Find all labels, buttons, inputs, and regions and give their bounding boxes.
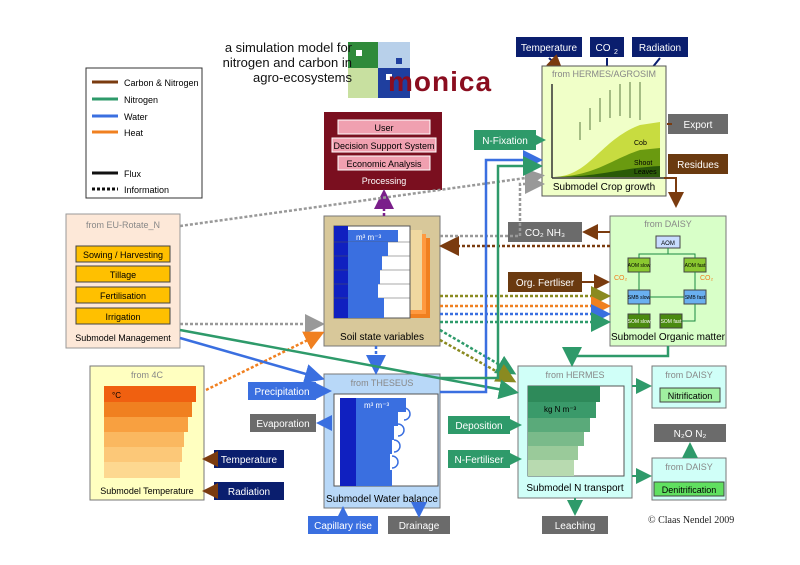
temperature-source: from 4C xyxy=(131,370,164,380)
nitrification-source: from DAISY xyxy=(665,370,713,380)
radiation-input: Radiation xyxy=(639,43,681,54)
radiation-input-label: Radiation xyxy=(228,487,270,498)
n-gases-label: N₂O N₂ xyxy=(674,429,707,440)
legend-item: Water xyxy=(124,112,148,122)
organic-fluxes: CO₂ NH₃ Org. Fertliser xyxy=(508,222,610,292)
n-fixation-label: N-Fixation xyxy=(482,136,528,147)
legend-item: Nitrogen xyxy=(124,95,158,105)
organic-co2: CO₂ xyxy=(614,275,628,282)
copyright: © Claas Nendel 2009 xyxy=(648,515,735,526)
crop-label-shoot: Shoot xyxy=(634,160,652,167)
legend-item: Information xyxy=(124,185,169,195)
gas-output-label: CO₂ NH₃ xyxy=(525,228,565,239)
co2-input: CO xyxy=(596,43,611,54)
brand-wordmark: monica xyxy=(388,66,493,97)
management-item: Tillage xyxy=(110,270,136,280)
temperature-input-label: Temperature xyxy=(221,455,278,466)
ntransport-source: from HERMES xyxy=(545,370,604,380)
soil-state-box: m³ m⁻³ Soil state variables xyxy=(323,215,441,347)
crop-fluxes: Export Residues N-Fixation xyxy=(474,114,728,208)
monica-logo xyxy=(348,42,410,98)
water-unit: m³ m⁻³ xyxy=(364,401,389,410)
org-fertiliser-label: Org. Fertliser xyxy=(516,278,575,289)
organic-source: from DAISY xyxy=(644,219,692,229)
temperature-title: Submodel Temperature xyxy=(100,486,193,496)
export-label: Export xyxy=(684,120,713,131)
crop-label-cob: Cob xyxy=(634,140,647,147)
soil-unit: m³ m⁻³ xyxy=(356,233,381,242)
legend-item: Carbon & Nitrogen xyxy=(124,78,199,88)
pool-label: AOM slow xyxy=(628,263,651,269)
processing-box: User Decision Support System Economic An… xyxy=(324,112,442,190)
denitrification-source: from DAISY xyxy=(665,462,713,472)
processing-item: Economic Analysis xyxy=(346,159,422,169)
legend-item: Heat xyxy=(124,128,144,138)
management-submodel: from EU-Rotate_N Sowing / Harvesting Til… xyxy=(65,213,181,349)
processing-item: Decision Support System xyxy=(333,141,434,151)
pool-label: SOM fast xyxy=(661,319,682,325)
nitrification-label: Nitrification xyxy=(668,391,713,401)
crop-source: from HERMES/AGROSIM xyxy=(552,69,656,79)
pool-label: SMB fast xyxy=(685,295,706,301)
temperature-inputs: Temperature Radiation xyxy=(202,450,284,500)
co2-subscript: 2 xyxy=(614,49,618,56)
temperature-unit: °C xyxy=(112,391,121,400)
pool-label: AOM xyxy=(661,241,675,247)
management-item: Sowing / Harvesting xyxy=(83,250,163,260)
leaching-label: Leaching xyxy=(555,521,596,532)
evaporation-label: Evaporation xyxy=(256,419,309,430)
n-fertiliser-label: N-Fertiliser xyxy=(455,455,505,466)
legend-item: Flux xyxy=(124,169,142,179)
management-item: Irrigation xyxy=(105,312,140,322)
crop-label-leaves: Leaves xyxy=(634,169,657,176)
ntransport-unit: kg N m⁻³ xyxy=(544,405,577,414)
organic-title: Submodel Organic matter xyxy=(611,332,726,343)
management-title: Submodel Management xyxy=(75,333,171,343)
management-source: from EU-Rotate_N xyxy=(86,220,160,230)
denitrification-label: Denitrification xyxy=(662,485,717,495)
water-balance-submodel: from THESEUS m³ m⁻³ Submodel Water balan… xyxy=(323,373,441,509)
water-source: from THESEUS xyxy=(351,378,414,388)
organic-matter-submodel: from DAISY AOM AOM slow AOM fast SMB slo… xyxy=(609,215,727,347)
crop-growth-submodel: from HERMES/AGROSIM Cob Shoot Leaves Sub… xyxy=(541,65,667,197)
precipitation-label: Precipitation xyxy=(254,387,309,398)
residues-label: Residues xyxy=(677,160,719,171)
water-fluxes: Precipitation Evaporation Capillary rise… xyxy=(248,382,450,534)
management-item: Fertilisation xyxy=(100,291,146,301)
temperature-submodel: from 4C °C Submodel Temperature xyxy=(89,365,205,501)
soil-title: Soil state variables xyxy=(340,332,424,343)
processing-item: User xyxy=(374,123,393,133)
page-title: a simulation model for nitrogen and carb… xyxy=(222,40,352,85)
n-transport-submodel: from HERMES kg N m⁻³ Submodel N transpor… xyxy=(517,365,633,499)
temperature-input: Temperature xyxy=(521,43,578,54)
water-title: Submodel Water balance xyxy=(326,494,438,505)
ntransport-title: Submodel N transport xyxy=(526,483,623,494)
legend: Carbon & Nitrogen Nitrogen Water Heat Fl… xyxy=(85,67,203,199)
drainage-label: Drainage xyxy=(399,521,440,532)
organic-co2: CO₂ xyxy=(700,275,714,282)
pool-label: AOM fast xyxy=(685,263,706,269)
weather-inputs: Temperature CO 2 Radiation xyxy=(516,37,688,71)
denitrification-submodel: from DAISY Denitrification xyxy=(632,442,727,501)
n-fluxes: Deposition N-Fertiliser Leaching N₂O N₂ xyxy=(448,416,726,534)
processing-title: Processing xyxy=(362,176,407,186)
capillary-rise-label: Capillary rise xyxy=(314,521,372,532)
pool-label: SMB slow xyxy=(628,295,651,301)
pool-label: SOM slow xyxy=(628,319,651,325)
deposition-label: Deposition xyxy=(455,421,502,432)
crop-title: Submodel Crop growth xyxy=(553,182,655,193)
connectors xyxy=(179,150,670,400)
nitrification-submodel: from DAISY Nitrification xyxy=(632,365,727,409)
